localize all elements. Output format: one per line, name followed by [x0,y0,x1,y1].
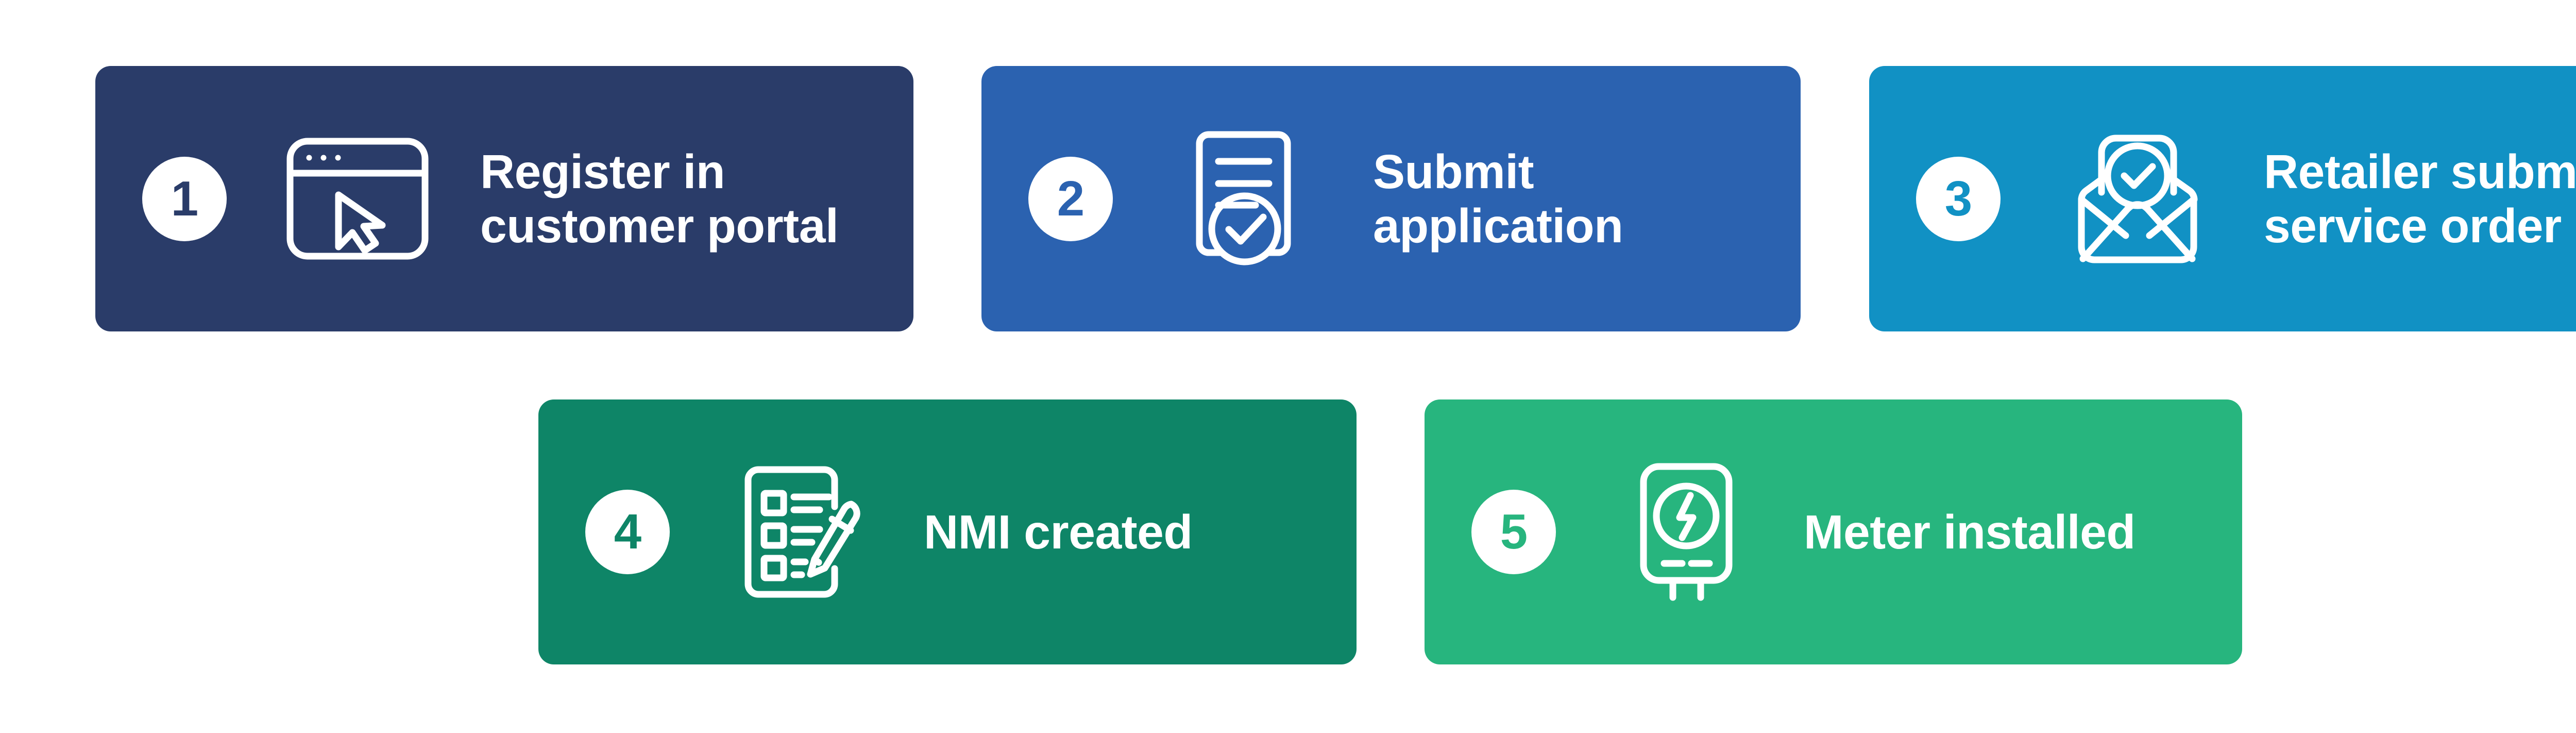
step-label-2: Submit application [1373,145,1623,253]
step-number-4: 4 [614,504,641,559]
open-envelope-check-icon [2076,131,2199,266]
step-card-1[interactable]: 1 Register in customer portal [95,66,913,331]
step-label-4: NMI created [924,505,1193,559]
electricity-meter-icon [1637,462,1736,602]
step-number-badge-5: 5 [1471,490,1556,574]
step-number-badge-1: 1 [142,156,227,241]
step-card-2[interactable]: 2 Submit application [981,66,1801,331]
step-label-5: Meter installed [1804,505,2136,559]
browser-window-cursor-icon [286,138,429,260]
step-number-badge-3: 3 [1916,156,2001,241]
step-card-4[interactable]: 4 NMI created [538,399,1357,664]
step-number-badge-2: 2 [1028,156,1113,241]
checklist-pencil-icon [741,463,864,601]
document-check-icon [1192,128,1301,270]
step-number-badge-4: 4 [585,490,670,574]
step-label-1: Register in customer portal [480,145,839,253]
step-number-1: 1 [171,171,198,226]
step-label-3: Retailer submits service order [2264,145,2576,253]
step-number-5: 5 [1500,504,1528,559]
step-card-3[interactable]: 3 Retailer submits service order [1869,66,2576,331]
step-number-2: 2 [1057,171,1084,226]
step-card-5[interactable]: 5 Meter installed [1425,399,2242,664]
step-number-3: 3 [1944,171,1972,226]
